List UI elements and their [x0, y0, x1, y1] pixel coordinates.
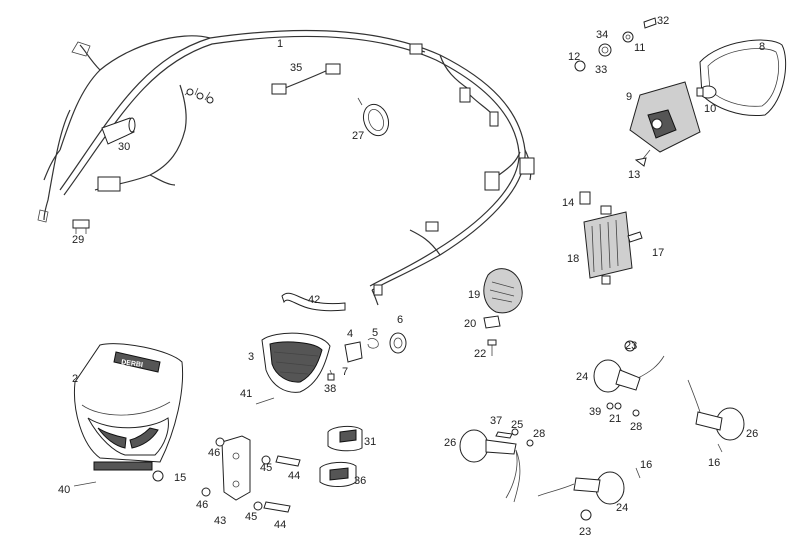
hose-part — [281, 292, 346, 312]
callout-11: 11 — [634, 42, 645, 54]
headlight-reflector-part — [261, 332, 331, 393]
callout-28b: 28 — [630, 421, 642, 433]
callout-33: 33 — [595, 64, 607, 76]
callout-29: 29 — [72, 234, 84, 246]
callout-8: 8 — [759, 41, 765, 53]
callout-31: 31 — [364, 436, 376, 448]
small-hardware — [574, 17, 657, 167]
headlight-bits — [73, 470, 164, 487]
clamp-ring-part — [357, 97, 390, 137]
callout-25: 25 — [511, 419, 523, 431]
callout-30: 30 — [118, 141, 130, 153]
turn-signal-hardware — [495, 340, 723, 521]
callout-24b: 24 — [616, 502, 628, 514]
wiring-harness — [37, 29, 535, 306]
turn-signal-rear-left — [593, 355, 665, 393]
headlight-fairing-part — [73, 343, 184, 471]
callout-13: 13 — [628, 169, 640, 181]
callout-42: 42 — [308, 294, 320, 306]
callout-46a: 46 — [208, 447, 220, 459]
regulator-part — [579, 191, 643, 285]
callout-38: 38 — [324, 383, 336, 395]
callout-27: 27 — [352, 130, 364, 142]
callout-24a: 24 — [576, 371, 588, 383]
callout-45b: 45 — [245, 511, 257, 523]
callout-5: 5 — [372, 327, 378, 339]
fairing-brand-logo: DERBI — [121, 359, 144, 369]
callout-labels: 1 2 3 4 5 6 7 8 9 10 11 12 13 14 15 16 1… — [58, 15, 765, 538]
callout-43: 43 — [214, 515, 226, 527]
callout-32: 32 — [657, 15, 669, 27]
turn-signal-front-right — [537, 471, 625, 505]
callout-17: 17 — [652, 247, 664, 259]
callout-12: 12 — [568, 51, 580, 63]
callout-20: 20 — [464, 318, 476, 330]
callout-44b: 44 — [274, 519, 286, 531]
fuse-part — [72, 219, 90, 234]
callout-35: 35 — [290, 62, 302, 74]
callout-26b: 26 — [746, 428, 758, 440]
turn-signal-front-left — [459, 429, 521, 503]
callout-16a: 16 — [640, 459, 652, 471]
callout-40: 40 — [58, 484, 70, 496]
callout-16b: 16 — [708, 457, 720, 469]
callout-15: 15 — [174, 472, 186, 484]
callout-3: 3 — [248, 351, 254, 363]
callout-23a: 23 — [625, 340, 637, 352]
callout-19: 19 — [468, 289, 480, 301]
callout-44a: 44 — [288, 470, 300, 482]
callout-1: 1 — [277, 38, 283, 50]
callout-2: 2 — [72, 373, 78, 385]
callout-26a: 26 — [444, 437, 456, 449]
callout-7: 7 — [342, 366, 348, 378]
callout-34: 34 — [596, 29, 608, 41]
callout-10: 10 — [704, 103, 716, 115]
callout-41: 41 — [240, 388, 252, 400]
small-harness-part — [271, 63, 341, 95]
turn-signal-rear-right — [687, 379, 745, 441]
callout-14: 14 — [562, 197, 574, 209]
switch-block-part — [319, 425, 363, 487]
callout-6: 6 — [397, 314, 403, 326]
callout-21: 21 — [609, 413, 621, 425]
tail-light-lens-part — [699, 39, 787, 117]
callout-37: 37 — [490, 415, 502, 427]
callout-46b: 46 — [196, 499, 208, 511]
tail-light-body-part — [629, 81, 701, 153]
callout-23b: 23 — [579, 526, 591, 538]
callout-45a: 45 — [260, 462, 272, 474]
horn-part — [483, 268, 523, 356]
callout-28a: 28 — [533, 428, 545, 440]
rubber-boot-part — [101, 117, 136, 145]
callout-22: 22 — [474, 348, 486, 360]
callout-4: 4 — [347, 328, 353, 340]
bulb-part — [696, 85, 717, 99]
headlight-small-parts — [255, 332, 407, 405]
callout-18: 18 — [567, 253, 579, 265]
callout-39: 39 — [589, 406, 601, 418]
bracket-part — [201, 435, 301, 513]
callout-36: 36 — [354, 475, 366, 487]
callout-9: 9 — [626, 91, 632, 103]
